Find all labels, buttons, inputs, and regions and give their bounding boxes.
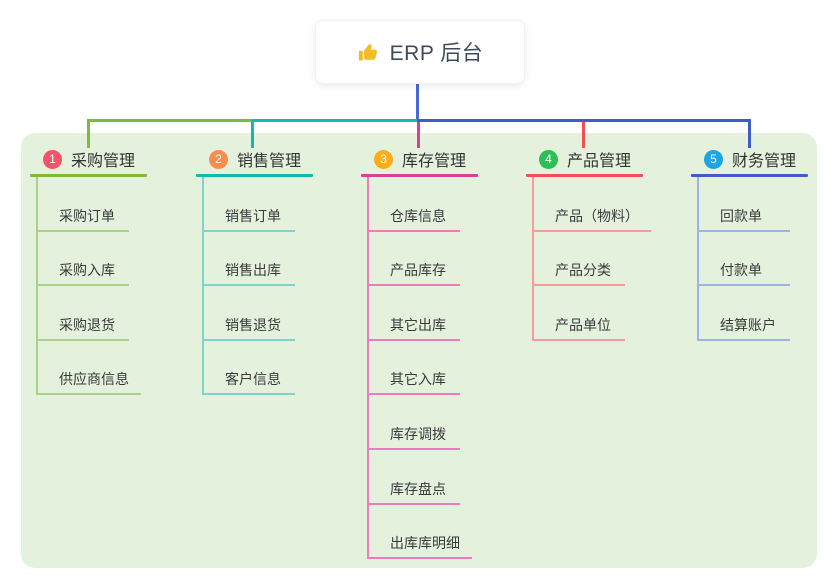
- child-node-label: 结算账户: [720, 316, 776, 333]
- child-node[interactable]: 其它入库: [369, 341, 460, 396]
- child-node[interactable]: 产品分类: [534, 232, 625, 287]
- branch-drop-line: [748, 119, 751, 148]
- branch-number-badge: 2: [209, 149, 228, 169]
- child-node[interactable]: 采购订单: [38, 177, 129, 232]
- branch-title[interactable]: 4 产品管理: [539, 147, 651, 171]
- child-node-label: 仓库信息: [390, 207, 446, 224]
- child-node[interactable]: 产品（物料）: [534, 177, 651, 232]
- branches-panel: [21, 133, 817, 568]
- child-node-label: 销售订单: [225, 207, 281, 224]
- child-node[interactable]: 出库库明细: [369, 505, 472, 560]
- branch-children: 销售订单销售出库销售退货客户信息: [202, 177, 295, 396]
- branch-title[interactable]: 5 财务管理: [704, 147, 808, 171]
- branch-number-badge: 5: [704, 149, 723, 169]
- branch-children: 采购订单采购入库采购退货供应商信息: [36, 177, 141, 396]
- child-node-label: 销售出库: [225, 262, 281, 279]
- child-node[interactable]: 采购入库: [38, 232, 129, 287]
- branch-5: 5 财务管理回款单付款单结算账户: [691, 147, 808, 341]
- rail-segment-mid: [251, 119, 419, 122]
- root-node-erp[interactable]: ERP 后台: [315, 20, 525, 84]
- child-node-label: 供应商信息: [59, 371, 129, 388]
- branch-title-label: 库存管理: [402, 153, 467, 170]
- branch-title[interactable]: 1 采购管理: [43, 147, 147, 171]
- child-node-label: 出库库明细: [390, 535, 460, 552]
- branch-number-badge: 1: [43, 149, 62, 169]
- child-node[interactable]: 回款单: [699, 177, 790, 232]
- child-node[interactable]: 供应商信息: [38, 341, 141, 396]
- branch-title-label: 采购管理: [71, 153, 136, 170]
- child-node[interactable]: 付款单: [699, 232, 790, 287]
- child-node[interactable]: 结算账户: [699, 286, 790, 341]
- rail-segment-left: [88, 119, 253, 122]
- root-connector-line: [416, 82, 419, 122]
- child-node-label: 付款单: [720, 262, 762, 279]
- child-node-label: 产品（物料）: [555, 207, 639, 224]
- rail-segment-right: [417, 119, 751, 122]
- child-node-label: 其它出库: [390, 316, 446, 333]
- branch-children: 产品（物料） 产品分类产品单位: [532, 177, 651, 341]
- branch-drop-line: [582, 122, 585, 148]
- branch-title-label: 财务管理: [732, 153, 797, 170]
- branch-title-label: 销售管理: [237, 153, 302, 170]
- branch-1: 1 采购管理采购订单采购入库采购退货供应商信息: [30, 147, 147, 396]
- child-node-label: 库存盘点: [390, 480, 446, 497]
- branch-number-badge: 4: [539, 149, 558, 169]
- child-node[interactable]: 库存调拨: [369, 395, 460, 450]
- child-node[interactable]: 其它出库: [369, 286, 460, 341]
- branch-title-label: 产品管理: [567, 153, 632, 170]
- root-node-label: ERP 后台: [389, 42, 484, 65]
- child-node[interactable]: 产品单位: [534, 286, 625, 341]
- branch-underline: [30, 174, 147, 177]
- branch-title[interactable]: 3 库存管理: [374, 147, 478, 171]
- child-node-label: 销售退货: [225, 316, 281, 333]
- branch-children: 回款单付款单结算账户: [697, 177, 790, 341]
- child-node[interactable]: 采购退货: [38, 286, 129, 341]
- branch-children: 仓库信息产品库存其它出库其它入库库存调拨库存盘点出库库明细: [367, 177, 472, 560]
- child-node-label: 采购入库: [59, 262, 115, 279]
- branch-4: 4 产品管理产品（物料） 产品分类产品单位: [526, 147, 651, 341]
- child-node-label: 产品库存: [390, 262, 446, 279]
- branch-3: 3 库存管理仓库信息产品库存其它出库其它入库库存调拨库存盘点出库库明细: [361, 147, 478, 560]
- child-node-label: 其它入库: [390, 371, 446, 388]
- branch-2: 2 销售管理销售订单销售出库销售退货客户信息: [196, 147, 313, 396]
- child-node-label: 回款单: [720, 207, 762, 224]
- branch-title[interactable]: 2 销售管理: [209, 147, 313, 171]
- branch-underline: [691, 174, 808, 177]
- child-node[interactable]: 库存盘点: [369, 450, 460, 505]
- child-node-label: 采购订单: [59, 207, 115, 224]
- branch-drop-line: [251, 119, 254, 148]
- branch-drop-line: [417, 122, 420, 148]
- child-node[interactable]: 产品库存: [369, 232, 460, 287]
- child-node-label: 产品分类: [555, 262, 611, 279]
- branch-number-badge: 3: [374, 149, 393, 169]
- branch-underline: [196, 174, 313, 177]
- child-node[interactable]: 销售订单: [204, 177, 295, 232]
- thumbs-up-icon: [357, 41, 380, 64]
- child-node[interactable]: 客户信息: [204, 341, 295, 396]
- child-node-label: 客户信息: [225, 371, 281, 388]
- child-node[interactable]: 仓库信息: [369, 177, 460, 232]
- branch-underline: [526, 174, 643, 177]
- child-node[interactable]: 销售退货: [204, 286, 295, 341]
- child-node-label: 库存调拨: [390, 425, 446, 442]
- child-node[interactable]: 销售出库: [204, 232, 295, 287]
- branch-underline: [361, 174, 478, 177]
- child-node-label: 产品单位: [555, 316, 611, 333]
- branch-drop-line: [87, 119, 90, 148]
- child-node-label: 采购退货: [59, 316, 115, 333]
